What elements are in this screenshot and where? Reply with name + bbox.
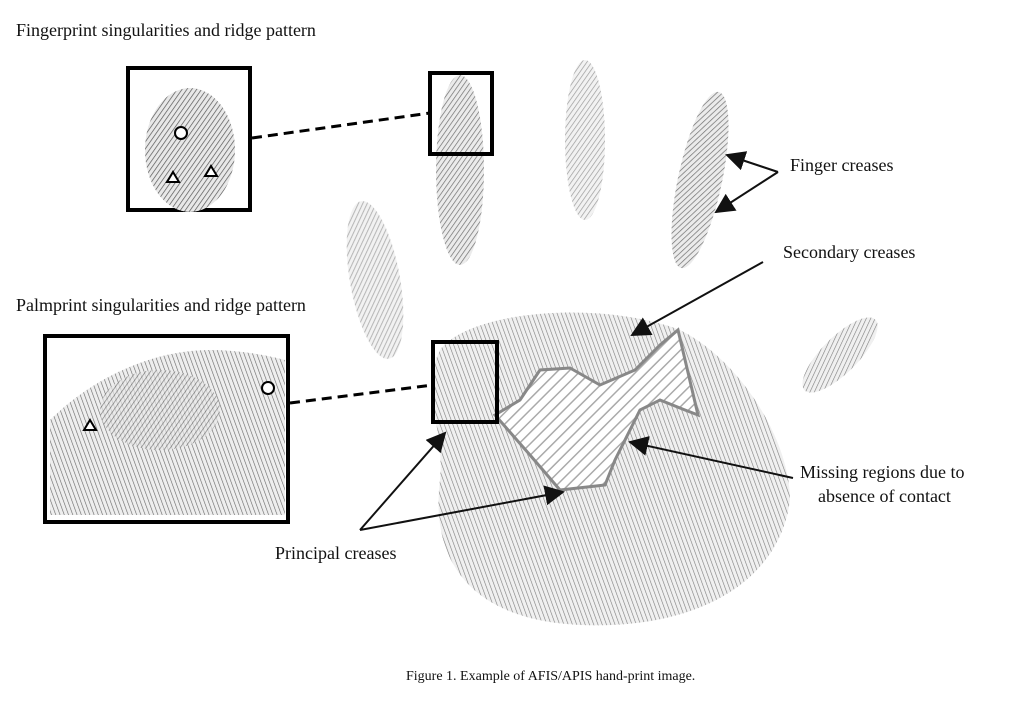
index-finger-print	[436, 75, 484, 265]
palmprint-source-box	[431, 340, 499, 424]
core-marker	[261, 381, 275, 395]
annotation-arrows	[359, 151, 794, 531]
core-marker	[174, 126, 188, 140]
palmprint-title: Palmprint singularities and ridge patter…	[16, 295, 306, 315]
figure-caption: Figure 1. Example of AFIS/APIS hand-prin…	[406, 669, 696, 684]
delta-marker	[165, 170, 181, 183]
finger-creases-label: Finger creases	[790, 155, 894, 175]
thumb-print	[802, 317, 878, 393]
little-finger-print	[346, 201, 404, 359]
missing-regions-label-line2: absence of contact	[818, 486, 951, 506]
missing-region	[492, 327, 701, 492]
fingerprint-inset	[126, 66, 252, 212]
secondary-creases-label: Secondary creases	[783, 242, 916, 262]
missing-regions-label-line1: Missing regions due to	[800, 462, 965, 482]
middle-finger-print	[565, 60, 605, 220]
fingerprint-title: Fingerprint singularities and ridge patt…	[16, 20, 316, 40]
ring-finger-print	[671, 91, 729, 269]
fingerprint-connector	[251, 111, 431, 140]
delta-marker	[203, 164, 219, 177]
hand-print	[346, 60, 878, 626]
palmprint-connector	[289, 383, 434, 405]
palmprint-inset	[43, 334, 290, 524]
principal-creases-label: Principal creases	[275, 543, 397, 563]
delta-marker	[82, 418, 98, 431]
